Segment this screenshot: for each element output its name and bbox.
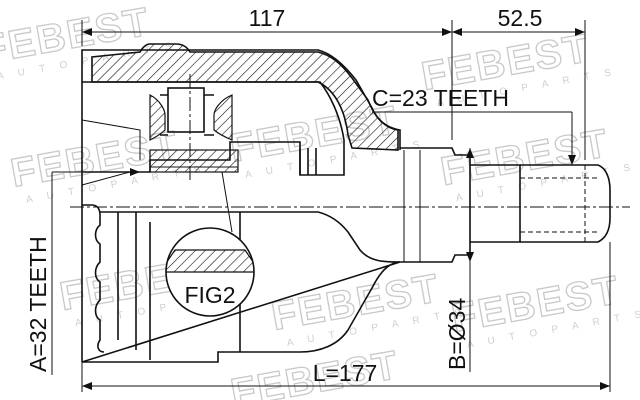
dim-top-length-label: 117: [249, 5, 286, 31]
dim-total-length-label: L=177: [313, 360, 378, 386]
dim-shaft-diameter-label: B=Ø34: [444, 298, 470, 370]
dim-outer-splines: C=23 TEETH: [372, 85, 576, 165]
dim-total-length: L=177: [81, 242, 611, 392]
dim-outer-splines-label: C=23 TEETH: [372, 85, 509, 111]
inner-guides: [81, 119, 141, 186]
ball-race: [167, 87, 205, 133]
shaft-spline-end: [520, 164, 611, 243]
dim-inner-splines-label: A=32 TEETH: [25, 236, 51, 372]
housing-lower-body: [82, 204, 401, 352]
tripod-section: [149, 149, 239, 173]
dim-top-length: 117: [81, 5, 453, 140]
leader-arrow: [568, 155, 576, 165]
spline-ribs: [299, 148, 317, 175]
output-shaft: [400, 147, 611, 263]
housing-lobes: [91, 204, 105, 353]
dim-shaft-length-label: 52.5: [498, 5, 543, 31]
fig2-label: FIG2: [184, 282, 235, 308]
leader-arrow: [130, 168, 140, 176]
ball-race-ribs: [160, 94, 214, 136]
housing: [81, 43, 401, 363]
fig2-callout: FIG2: [165, 171, 255, 317]
shaft-collar-ribs: [403, 150, 421, 262]
ball-left-hatch: [149, 94, 166, 141]
dim-inner-splines: A=32 TEETH: [25, 168, 140, 375]
fig2-leader: [221, 171, 233, 233]
dim-shaft-diameter: B=Ø34: [444, 148, 474, 372]
ball-right-hatch: [213, 94, 233, 141]
shaft-hidden-lines: [520, 165, 598, 242]
fig2-hatch: [166, 249, 254, 273]
dim-shaft-length: 52.5: [452, 5, 586, 160]
housing-outline: [81, 49, 401, 363]
housing-section-hatch: [91, 43, 399, 151]
housing-lobes-inner: [117, 212, 151, 360]
shaft-neck: [470, 164, 521, 243]
